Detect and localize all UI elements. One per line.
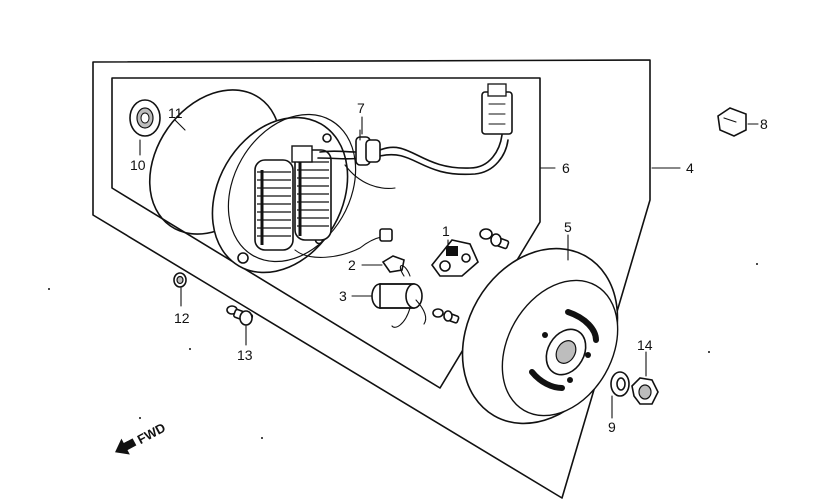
callout-3: 3	[339, 288, 347, 304]
harness-connector	[481, 83, 513, 135]
callout-10: 10	[130, 157, 146, 173]
leader-lines	[139, 116, 759, 419]
callout-11: 11	[168, 105, 183, 121]
washer-9	[610, 371, 630, 397]
scan-specks	[48, 263, 758, 439]
callout-1: 1	[442, 223, 450, 239]
callout-5: 5	[564, 219, 572, 235]
wire-harness	[294, 134, 509, 258]
stator-coils	[254, 145, 332, 251]
collar-12	[173, 272, 187, 288]
bracket-2	[381, 255, 405, 273]
callout-8: 8	[760, 116, 768, 132]
wire-terminal	[379, 228, 393, 242]
callout-14: 14	[637, 337, 653, 353]
screw-lower	[432, 308, 460, 324]
oil-seal-10	[129, 99, 161, 137]
fwd-label: FWD	[135, 420, 168, 447]
callout-2: 2	[348, 257, 356, 273]
callout-7: 7	[357, 100, 365, 116]
screw-upper	[479, 228, 510, 250]
callout-9: 9	[608, 419, 616, 435]
callout-6: 6	[562, 160, 570, 176]
grommet-7	[355, 129, 381, 166]
fwd-arrow-icon: FWD	[115, 420, 168, 455]
pulse-generator-1	[430, 239, 479, 277]
cap-8	[717, 107, 747, 137]
flywheel-5	[461, 247, 619, 425]
condenser-3	[371, 264, 427, 328]
callout-12: 12	[174, 310, 190, 326]
bolt-13	[226, 305, 254, 326]
callout-13: 13	[237, 347, 253, 363]
nut-14	[631, 377, 659, 405]
callout-4: 4	[686, 160, 694, 176]
